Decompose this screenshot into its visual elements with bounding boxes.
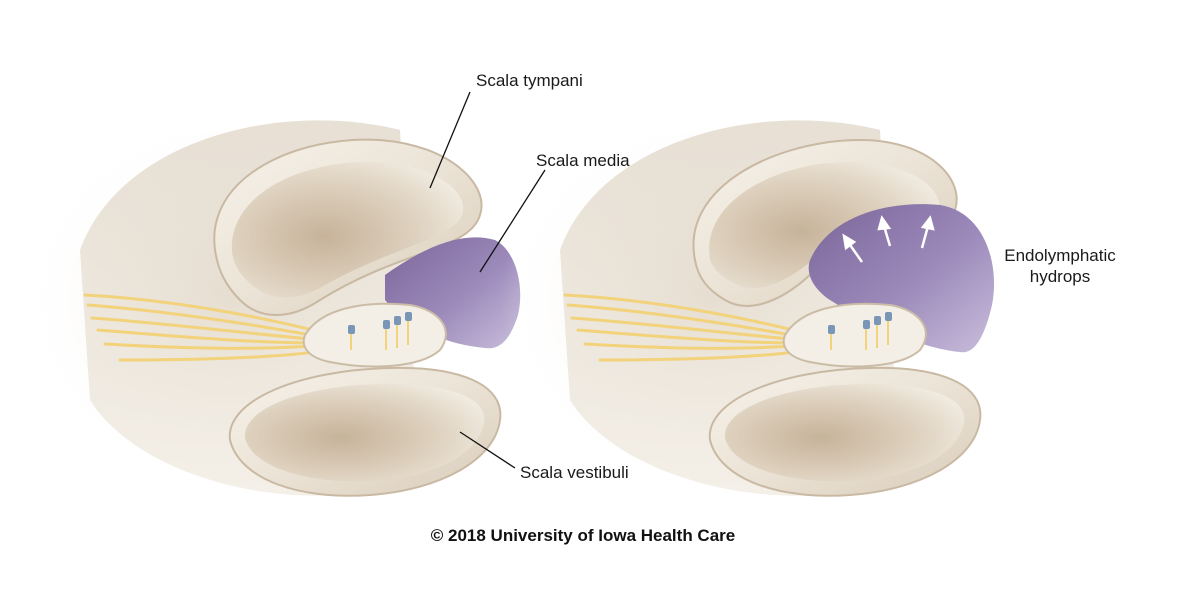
cochlea-normal	[20, 91, 546, 497]
scala-vestibuli-inner-right	[724, 383, 965, 482]
scala-tympani-inner-right	[709, 161, 939, 289]
label-endolymphatic-line1: Endolymphatic	[1004, 246, 1116, 265]
label-scala-media: Scala media	[536, 151, 630, 170]
leader-vestibuli	[459, 431, 516, 469]
leader-tympani	[429, 91, 471, 189]
hair-cells-right	[828, 312, 892, 334]
label-scala-tympani: Scala tympani	[476, 71, 583, 90]
cochlea-hydrops	[500, 110, 995, 497]
scala-tympani-inner	[231, 161, 464, 298]
scala-media-distended	[808, 204, 995, 353]
scala-vestibuli-inner	[244, 383, 485, 482]
leader-media	[479, 169, 546, 273]
label-endolymphatic-hydrops: Endolymphatic hydrops	[990, 245, 1130, 287]
label-endolymphatic-line2: hydrops	[1029, 267, 1091, 286]
label-scala-vestibuli: Scala vestibuli	[520, 463, 629, 482]
hair-cells	[348, 312, 412, 334]
copyright-notice: © 2018 University of Iowa Health Care	[430, 526, 736, 545]
hydrops-arrows	[842, 215, 935, 263]
